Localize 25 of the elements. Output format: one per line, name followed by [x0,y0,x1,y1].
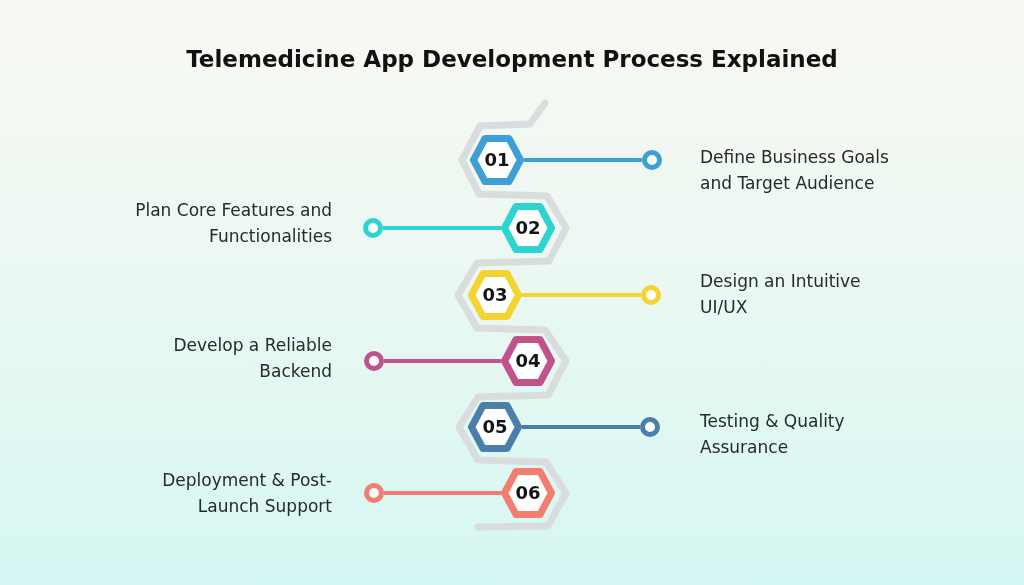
end-ring [363,218,383,238]
step-description: Deployment & Post-Launch Support [161,469,332,518]
end-ring [364,351,384,371]
connector-line [384,359,501,363]
number-hexagon: 05 [468,402,522,452]
step-description: Testing & Quality Assurance [700,410,846,459]
connector-line [383,226,501,230]
diagram-title: Telemedicine App Development Process Explained [186,45,838,74]
number-hexagon: 04 [501,336,555,386]
number-hexagon: 01 [470,135,524,185]
connector-line [524,158,642,162]
number-hexagon: 06 [501,468,555,518]
step-description: Plan Core Features and Functionalities [134,199,332,248]
end-ring [640,417,660,437]
connector-line [522,425,640,429]
number-hexagon: 03 [468,270,522,320]
connector-line [384,491,501,495]
step-description: Develop a Reliable Backend [172,334,332,383]
number-hexagon: 02 [501,203,555,253]
step-description: Define Business Goals and Target Audience [700,146,890,195]
step-description: Design an Intuitive UI/UX [700,270,862,319]
end-ring [642,150,662,170]
connector-line [522,293,641,297]
end-ring [641,285,661,305]
end-ring [364,483,384,503]
